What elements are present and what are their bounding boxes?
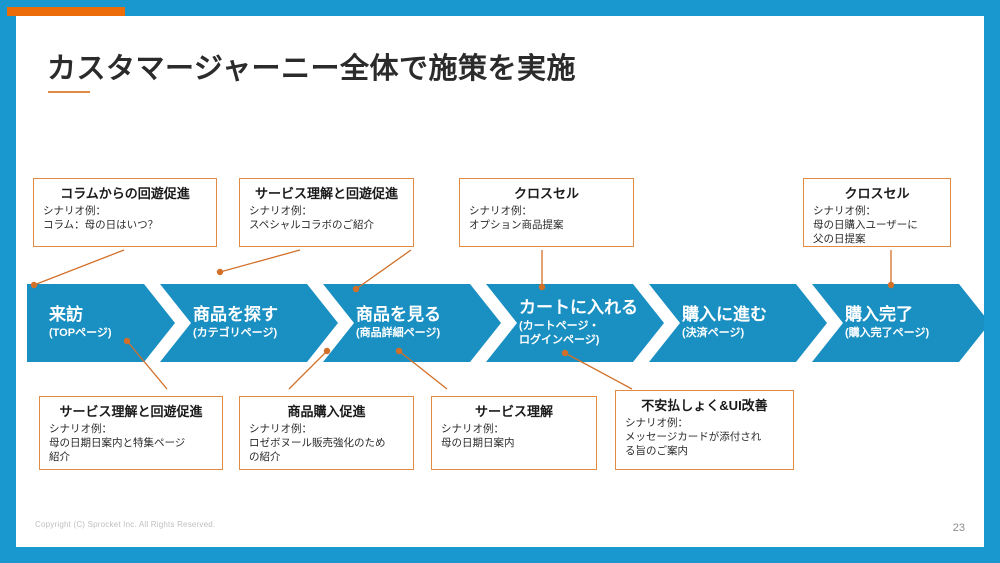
flow-step-subtitle: (決済ページ) bbox=[682, 326, 745, 339]
flow-step-6[interactable]: 購入完了 (購入完了ページ) bbox=[812, 284, 990, 362]
callout-title: 不安払しょく&UI改善 bbox=[641, 398, 768, 413]
callout-title: サービス理解 bbox=[474, 404, 553, 419]
page-number: 23 bbox=[952, 522, 965, 534]
flow-step-5[interactable]: 購入に進む (決済ページ) bbox=[649, 284, 827, 362]
flow-step-title: 商品を見る bbox=[356, 305, 441, 325]
callout-title: コラムからの回遊促進 bbox=[60, 186, 190, 201]
callout-bottom-4[interactable]: 不安払しょく&UI改善 シナリオ例： メッセージカードが添付され る旨のご案内 bbox=[615, 390, 794, 470]
slide-left-edge-bar bbox=[7, 7, 16, 556]
callout-body: シナリオ例： 母の日期日案内と特集ページ 紹介 bbox=[49, 422, 186, 463]
flow-step-1[interactable]: 来訪 (TOPページ) bbox=[27, 284, 175, 362]
callout-title: クロスセル bbox=[513, 186, 579, 201]
callout-bottom-2[interactable]: 商品購入促進 シナリオ例： ロゼボヌール販売強化のため の紹介 bbox=[239, 396, 414, 470]
flow-step-2[interactable]: 商品を探す (カテゴリページ) bbox=[160, 284, 338, 362]
callout-top-4[interactable]: クロスセル シナリオ例： 母の日購入ユーザーに 父の日提案 bbox=[803, 178, 951, 247]
callout-title: 商品購入促進 bbox=[287, 404, 366, 419]
flow-step-subtitle: (商品詳細ページ) bbox=[356, 326, 441, 339]
flow-step-title: カートに入れる bbox=[519, 298, 638, 318]
header-orange-accent-bar bbox=[7, 7, 125, 16]
callout-body: シナリオ例： 母の日期日案内 bbox=[441, 422, 515, 449]
flow-step-title: 購入完了 bbox=[845, 305, 913, 325]
callout-top-2[interactable]: サービス理解と回遊促進 シナリオ例： スペシャルコラボのご紹介 bbox=[239, 178, 414, 247]
page-title: カスタマージャーニー全体で施策を実施 bbox=[47, 53, 576, 85]
flow-step-3[interactable]: 商品を見る (商品詳細ページ) bbox=[323, 284, 501, 362]
callout-body: シナリオ例： コラム：母の日はいつ？ bbox=[43, 204, 159, 231]
slide-right-edge-bar bbox=[984, 7, 993, 556]
title-underline-rule bbox=[48, 91, 90, 93]
callout-top-1[interactable]: コラムからの回遊促進 シナリオ例： コラム：母の日はいつ？ bbox=[33, 178, 217, 247]
slide-bottom-edge-bar bbox=[7, 547, 993, 556]
callout-body: シナリオ例： ロゼボヌール販売強化のため の紹介 bbox=[249, 422, 386, 463]
copyright-footer: Copyright (C) Sprocket Inc. All Rights R… bbox=[35, 520, 216, 529]
callout-title: サービス理解と回遊促進 bbox=[59, 404, 203, 419]
callout-body: シナリオ例： 母の日購入ユーザーに 父の日提案 bbox=[813, 204, 918, 245]
flow-step-subtitle: (TOPページ) bbox=[49, 326, 112, 339]
callout-bottom-3[interactable]: サービス理解 シナリオ例： 母の日期日案内 bbox=[431, 396, 597, 470]
flow-step-subtitle: (カテゴリページ) bbox=[193, 326, 278, 339]
callout-body: シナリオ例： スペシャルコラボのご紹介 bbox=[249, 204, 375, 231]
flow-step-subtitle-line2: ログインページ) bbox=[519, 333, 600, 346]
callout-top-3[interactable]: クロスセル シナリオ例： オプション商品提案 bbox=[459, 178, 634, 247]
callout-title: クロスセル bbox=[844, 186, 910, 201]
callout-title: サービス理解と回遊促進 bbox=[254, 186, 398, 201]
flow-step-title: 購入に進む bbox=[682, 305, 767, 325]
flow-step-4[interactable]: カートに入れる (カートページ・ ログインページ) bbox=[486, 284, 664, 362]
callout-body: シナリオ例： オプション商品提案 bbox=[469, 204, 564, 231]
flow-step-title: 商品を探す bbox=[193, 305, 278, 325]
header-blue-accent-bar bbox=[125, 7, 993, 16]
flow-step-subtitle: (購入完了ページ) bbox=[845, 326, 930, 339]
flow-step-subtitle: (カートページ・ bbox=[519, 320, 600, 333]
callout-body: シナリオ例： メッセージカードが添付され る旨のご案内 bbox=[625, 416, 762, 457]
flow-step-title: 来訪 bbox=[49, 305, 83, 325]
callout-bottom-1[interactable]: サービス理解と回遊促進 シナリオ例： 母の日期日案内と特集ページ 紹介 bbox=[39, 396, 223, 470]
customer-journey-flow: 来訪 (TOPページ) 商品を探す (カテゴリページ) 商品を見る (商品詳細ペ… bbox=[7, 284, 993, 362]
